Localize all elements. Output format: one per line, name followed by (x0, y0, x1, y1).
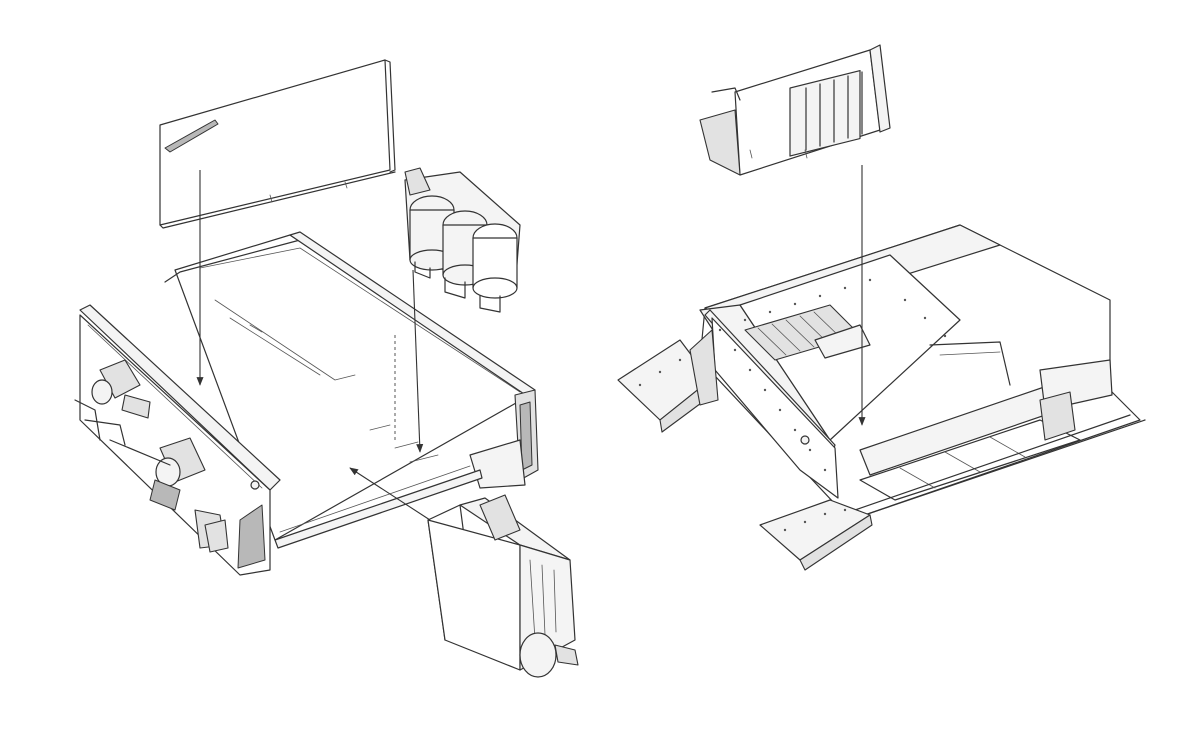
right-assembly (617, 44, 1146, 571)
floor-plate (164, 231, 539, 549)
rivets (718, 278, 947, 472)
left-wall-with-fittings (74, 304, 281, 576)
arrow-canister-to-floor (412, 269, 424, 453)
wall-fittings (74, 359, 266, 569)
hull-floor-section (699, 224, 1146, 521)
triple-canister (404, 167, 521, 313)
upper-panel (159, 59, 396, 229)
left-arrows (196, 170, 431, 521)
lower-equipment-box (427, 494, 579, 678)
arrow-box-to-floor (349, 467, 431, 521)
right-hatch-flap (759, 499, 873, 571)
upper-grille-panel (699, 44, 891, 176)
grille-slats (789, 69, 863, 157)
left-hatch-flap (617, 329, 719, 433)
left-assembly (74, 59, 579, 678)
